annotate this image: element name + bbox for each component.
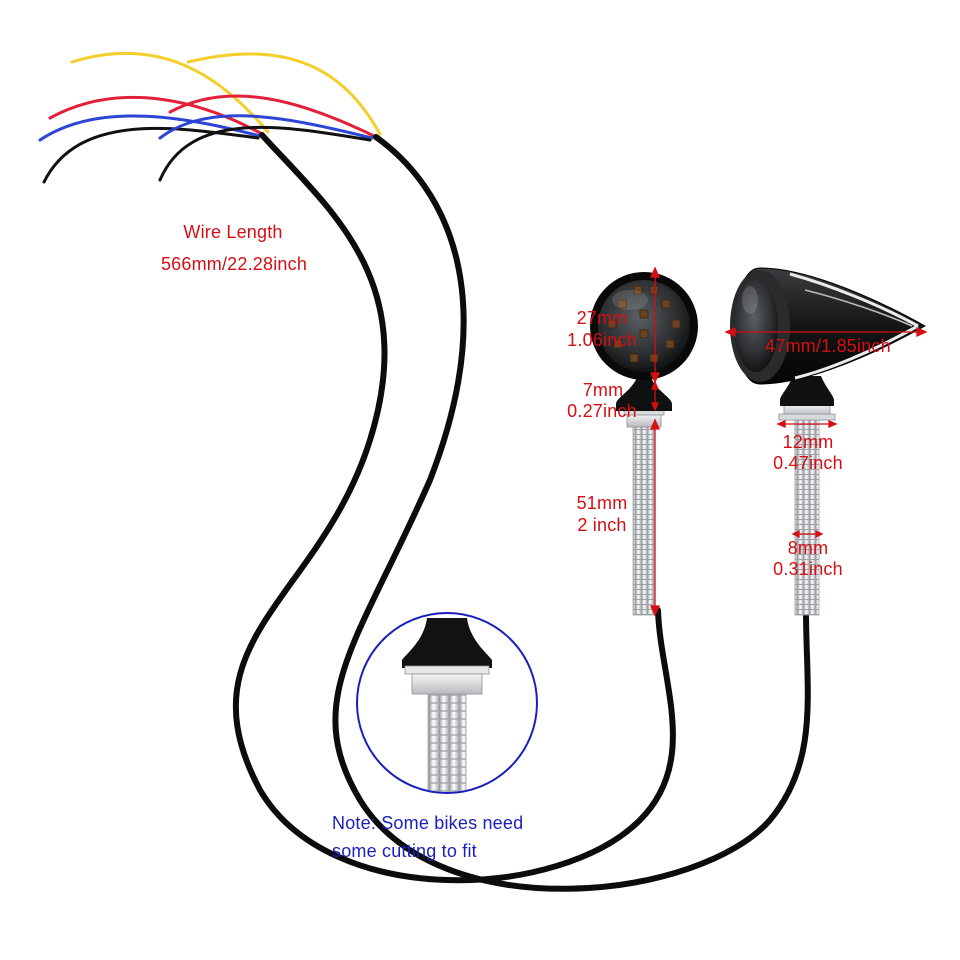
head-diameter-mm: 27mm: [576, 308, 628, 328]
round-led-bullet-light: [590, 272, 698, 616]
fit-note-line2: some cutting to fit: [332, 841, 477, 861]
detail-callout: [356, 612, 538, 794]
yellow-wire: [186, 52, 382, 136]
black-wire: [42, 126, 260, 184]
bolt-length-inch: 2 inch: [577, 515, 627, 535]
head-diameter-inch: 1.06inch: [567, 330, 637, 350]
neck-length-mm: 7mm: [582, 380, 624, 400]
wire-length-title: Wire Length: [183, 222, 283, 242]
dimension-lines: [649, 266, 928, 617]
wire-tails-right: [158, 52, 382, 182]
fit-note-line1: Note: Some bikes need: [332, 813, 524, 833]
led-array: [607, 285, 681, 363]
neck-length-inch: 0.27inch: [567, 401, 637, 421]
nut-width-mm: 12mm: [782, 432, 834, 452]
yellow-wire: [70, 52, 270, 134]
wire-length-value: 566mm/22.28inch: [160, 254, 308, 274]
cable-left: [232, 132, 676, 884]
cable-right: [332, 134, 811, 892]
red-wire: [168, 94, 376, 138]
threaded-mount-bolt: [427, 693, 467, 792]
black-wire: [158, 125, 372, 182]
wire-tails-left: [38, 52, 270, 184]
bolt-length-mm: 51mm: [576, 493, 628, 513]
nut-width-inch: 0.47inch: [773, 453, 843, 473]
body-length: 47mm/1.85inch: [765, 336, 891, 356]
thread-diameter-inch: 0.31inch: [773, 559, 843, 579]
spike-bullet-light: [730, 267, 927, 616]
blue-wire: [158, 114, 374, 140]
threaded-mount-bolt: [794, 419, 820, 616]
thread-diameter-mm: 8mm: [787, 538, 829, 558]
red-wire: [48, 95, 264, 136]
